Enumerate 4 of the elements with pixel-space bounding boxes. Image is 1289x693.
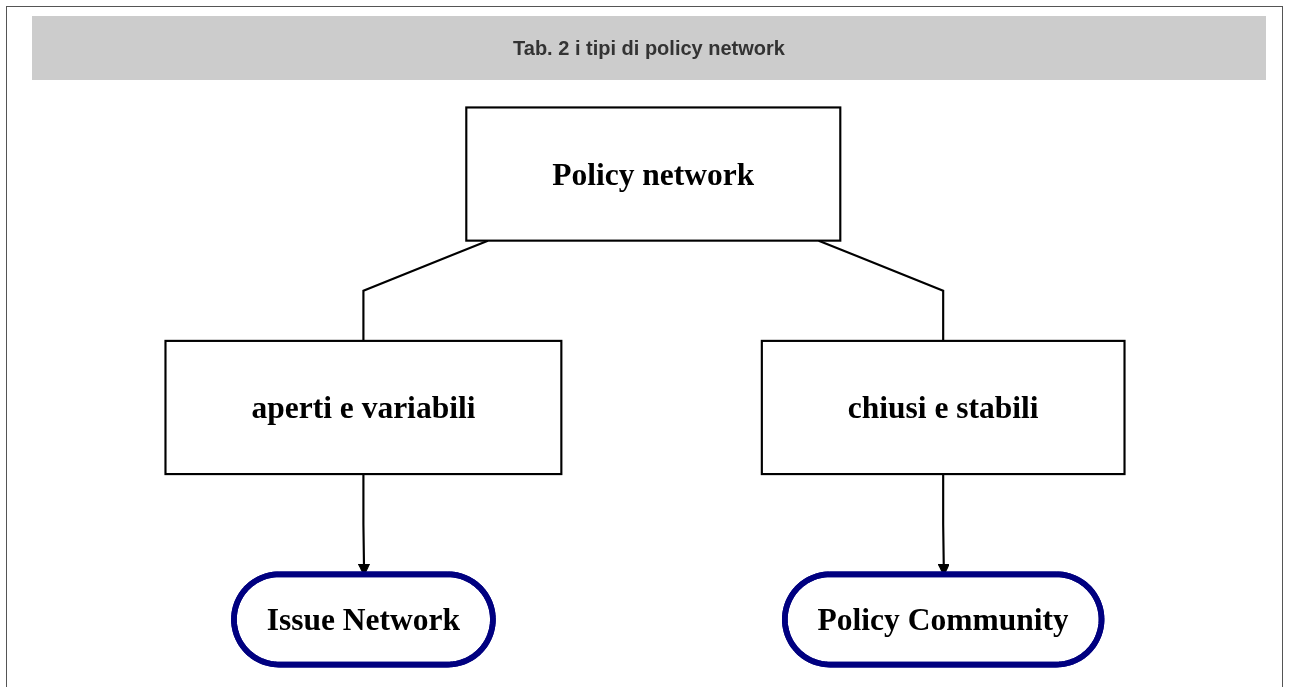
node-box: aperti e variabili: [164, 339, 563, 476]
title-banner: Tab. 2 i tipi di policy network: [32, 16, 1266, 80]
node-box: chiusi e stabili: [760, 339, 1126, 476]
node-box: Policy network: [465, 106, 842, 242]
